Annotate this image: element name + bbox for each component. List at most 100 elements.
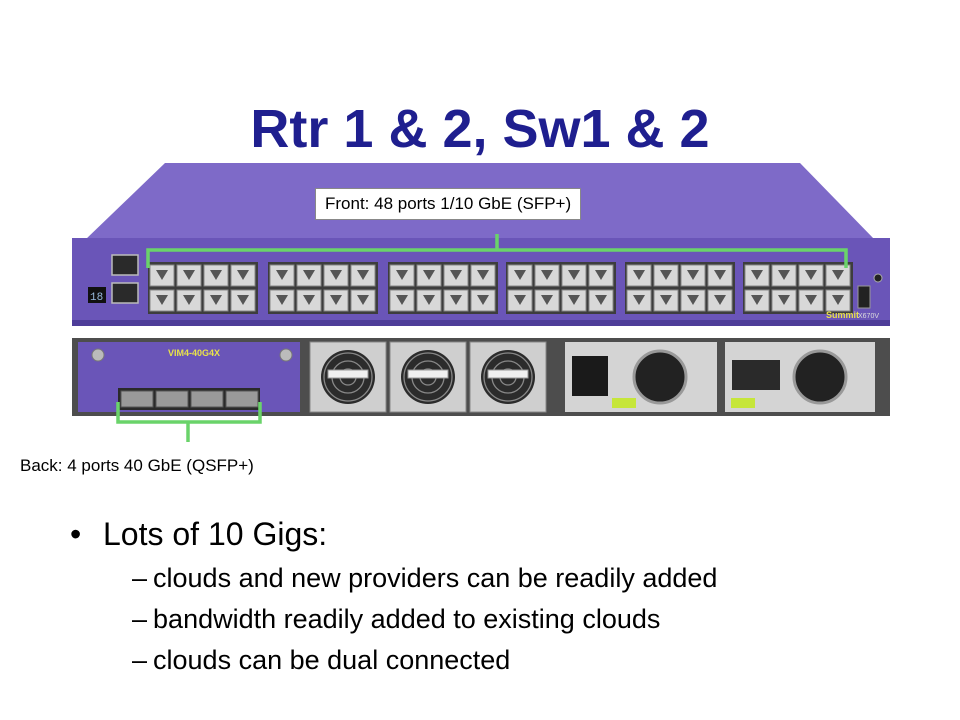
sfp-port-latch-icon (751, 295, 763, 305)
sfp-port-latch-icon (210, 295, 222, 305)
sfp-port-latch-icon (751, 270, 763, 280)
sfp-port-latch-icon (805, 295, 817, 305)
fan-ring (403, 352, 453, 402)
qsfp-port (225, 390, 259, 408)
sfp-port-latch-icon (595, 270, 607, 280)
sfp-port-latch-icon (832, 270, 844, 280)
sfp-port-latch-icon (514, 270, 526, 280)
bullet-main: • Lots of 10 Gigs: (70, 514, 717, 554)
sfp-port-latch-icon (714, 270, 726, 280)
sfp-port-latch-icon (660, 270, 672, 280)
module-label: VIM4-40G4X (168, 348, 220, 358)
qsfp-port-array (118, 388, 260, 410)
fan-handle (487, 369, 529, 379)
sfp-port-latch-icon (514, 295, 526, 305)
bullet-dot-icon: • (70, 516, 82, 552)
sub-bullet-list: –clouds and new providers can be readily… (132, 558, 717, 681)
sfp-port-latch-icon (595, 295, 607, 305)
bullet-main-text: Lots of 10 Gigs: (103, 516, 328, 552)
sfp-port-latch-icon (357, 270, 369, 280)
console-port (111, 282, 139, 304)
sfp-port-latch-icon (568, 270, 580, 280)
port-led-display-text: 18 (90, 292, 103, 304)
power-supply-1-inlet (572, 356, 608, 396)
sfp-port-latch-icon (183, 270, 195, 280)
sfp-port-latch-icon (714, 295, 726, 305)
sfp-port-latch-icon (276, 270, 288, 280)
qsfp-port (190, 390, 224, 408)
fan-handle (327, 369, 369, 379)
sfp-port-latch-icon (237, 295, 249, 305)
sfp-port-latch-icon (357, 295, 369, 305)
sfp-port-latch-icon (541, 295, 553, 305)
sub-bullet-text: clouds and new providers can be readily … (153, 563, 718, 593)
sfp-port-latch-icon (778, 295, 790, 305)
fan-module-array (309, 341, 547, 413)
front-ports-callout: Front: 48 ports 1/10 GbE (SFP+) (315, 188, 582, 220)
sfp-port-latch-icon (832, 295, 844, 305)
sfp-port-latch-icon (450, 295, 462, 305)
switch-figure: 18 Summit X670V VIM4-40G4X (72, 163, 890, 442)
module-screw-right (279, 348, 293, 362)
sub-bullet: –clouds and new providers can be readily… (132, 558, 717, 599)
sfp-port-latch-icon (156, 270, 168, 280)
sfp-port-latch-icon (423, 270, 435, 280)
back-ports-callout: Back: 4 ports 40 GbE (QSFP+) (20, 456, 254, 475)
port-led-display (88, 287, 106, 303)
sfp-port-latch-icon (687, 270, 699, 280)
brand-label: Summit (826, 310, 859, 320)
qsfp-port (155, 390, 189, 408)
sub-bullet-text: bandwidth readily added to existing clou… (153, 604, 661, 634)
sfp-port-latch-icon (210, 270, 222, 280)
power-supply-2 (725, 342, 875, 412)
dash-icon: – (132, 645, 148, 675)
sfp-port-latch-icon (633, 270, 645, 280)
sfp-port-latch-icon (423, 295, 435, 305)
sfp-port-latch-icon (568, 295, 580, 305)
power-supply-1 (565, 342, 717, 412)
front-chassis-bottom-edge (72, 320, 890, 326)
sfp-port-latch-icon (778, 270, 790, 280)
sfp-port-latch-icon (330, 270, 342, 280)
sfp-port-latch-icon (477, 270, 489, 280)
sfp-port-latch-icon (303, 295, 315, 305)
management-port (111, 254, 139, 276)
fan-ring (323, 352, 373, 402)
sfp-port-latch-icon (276, 295, 288, 305)
qsfp-port (120, 390, 154, 408)
sfp-port-latch-icon (396, 270, 408, 280)
bullet-list: • Lots of 10 Gigs: –clouds and new provi… (70, 514, 717, 681)
power-supply-1-handle (612, 398, 636, 408)
dash-icon: – (132, 563, 148, 593)
sfp-port-latch-icon (805, 270, 817, 280)
slide-title: Rtr 1 & 2, Sw1 & 2 (250, 99, 710, 160)
sub-bullet: –clouds can be dual connected (132, 640, 717, 681)
power-supply-2-fan (792, 349, 848, 405)
back-switch-panel: VIM4-40G4X (72, 338, 890, 416)
sfp-port-array (148, 262, 853, 314)
sfp-port-latch-icon (303, 270, 315, 280)
sfp-port-latch-icon (237, 270, 249, 280)
reset-button (873, 273, 883, 283)
power-supply-2-handle (731, 398, 755, 408)
power-supply-2-terminals (732, 360, 780, 390)
sub-bullet: –bandwidth readily added to existing clo… (132, 599, 717, 640)
fan-ring (483, 352, 533, 402)
usb-port (857, 285, 871, 309)
sfp-port-latch-icon (450, 270, 462, 280)
sfp-port-latch-icon (396, 295, 408, 305)
module-screw-left (91, 348, 105, 362)
power-supply-1-fan (632, 349, 688, 405)
dash-icon: – (132, 604, 148, 634)
sfp-port-latch-icon (156, 295, 168, 305)
sfp-port-latch-icon (477, 295, 489, 305)
sfp-port-latch-icon (330, 295, 342, 305)
sfp-port-latch-icon (541, 270, 553, 280)
sub-bullet-text: clouds can be dual connected (153, 645, 511, 675)
sfp-port-latch-icon (687, 295, 699, 305)
sfp-port-latch-icon (660, 295, 672, 305)
fan-handle (407, 369, 449, 379)
sfp-port-latch-icon (633, 295, 645, 305)
model-label: X670V (858, 313, 879, 320)
sfp-port-latch-icon (183, 295, 195, 305)
